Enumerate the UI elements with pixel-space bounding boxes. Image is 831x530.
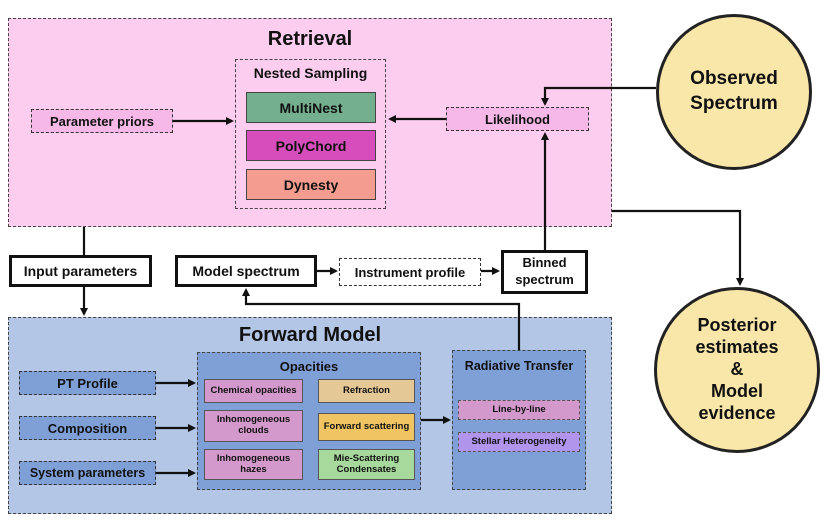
sampler-multinest: MultiNest bbox=[246, 92, 376, 123]
input-parameters-box: Input parameters bbox=[9, 255, 152, 287]
posterior-line1: Posterior bbox=[697, 315, 777, 336]
posterior-node: Posterior estimates & Model evidence bbox=[654, 287, 820, 453]
opacity-chemical: Chemical opacities bbox=[204, 379, 303, 403]
instrument-profile-box: Instrument profile bbox=[339, 258, 481, 286]
system-parameters-box: System parameters bbox=[19, 461, 156, 485]
nested-sampling-title: Nested Sampling bbox=[253, 65, 368, 81]
composition-box: Composition bbox=[19, 416, 156, 440]
observed-spectrum-line2: Spectrum bbox=[690, 93, 778, 114]
posterior-line3: & bbox=[730, 359, 744, 380]
observed-spectrum-node: Observed Spectrum bbox=[656, 14, 812, 170]
radiative-transfer-title: Radiative Transfer bbox=[464, 359, 574, 373]
sampler-polychord: PolyChord bbox=[246, 130, 376, 161]
posterior-line5: evidence bbox=[698, 402, 776, 423]
opacity-forward-scattering: Forward scattering bbox=[318, 413, 415, 441]
binned-spectrum-line2: spectrum bbox=[515, 272, 574, 287]
rt-stellar-heterogeneity: Stellar Heterogeneity bbox=[458, 432, 580, 452]
observed-spectrum-line1: Observed bbox=[690, 68, 778, 90]
radiative-transfer-box bbox=[452, 350, 586, 490]
parameter-priors-box: Parameter priors bbox=[31, 109, 173, 133]
opacity-mie-scattering: Mie-Scattering Condensates bbox=[318, 449, 415, 480]
arrow-retrieval-to-posterior bbox=[612, 209, 744, 286]
pt-profile-box: PT Profile bbox=[19, 371, 156, 395]
opacity-refraction: Refraction bbox=[318, 379, 415, 403]
opacities-title: Opacities bbox=[279, 359, 339, 374]
opacity-inhomogeneous-hazes: Inhomogeneous hazes bbox=[204, 449, 303, 480]
arrow-observed-to-likelihood bbox=[541, 86, 656, 106]
sampler-dynesty: Dynesty bbox=[246, 169, 376, 200]
binned-spectrum-box: Binned spectrum bbox=[501, 250, 588, 294]
opacity-inhomogeneous-clouds: Inhomogeneous clouds bbox=[204, 410, 303, 442]
retrieval-title: Retrieval bbox=[267, 28, 353, 50]
arrow-rt-to-model bbox=[242, 288, 521, 350]
likelihood-box: Likelihood bbox=[446, 107, 589, 131]
binned-spectrum-line1: Binned bbox=[522, 255, 567, 271]
posterior-line4: Model bbox=[711, 380, 763, 401]
posterior-line2: estimates bbox=[695, 337, 779, 358]
forward-model-title: Forward Model bbox=[238, 324, 382, 346]
model-spectrum-box: Model spectrum bbox=[175, 255, 317, 287]
rt-line-by-line: Line-by-line bbox=[458, 400, 580, 420]
